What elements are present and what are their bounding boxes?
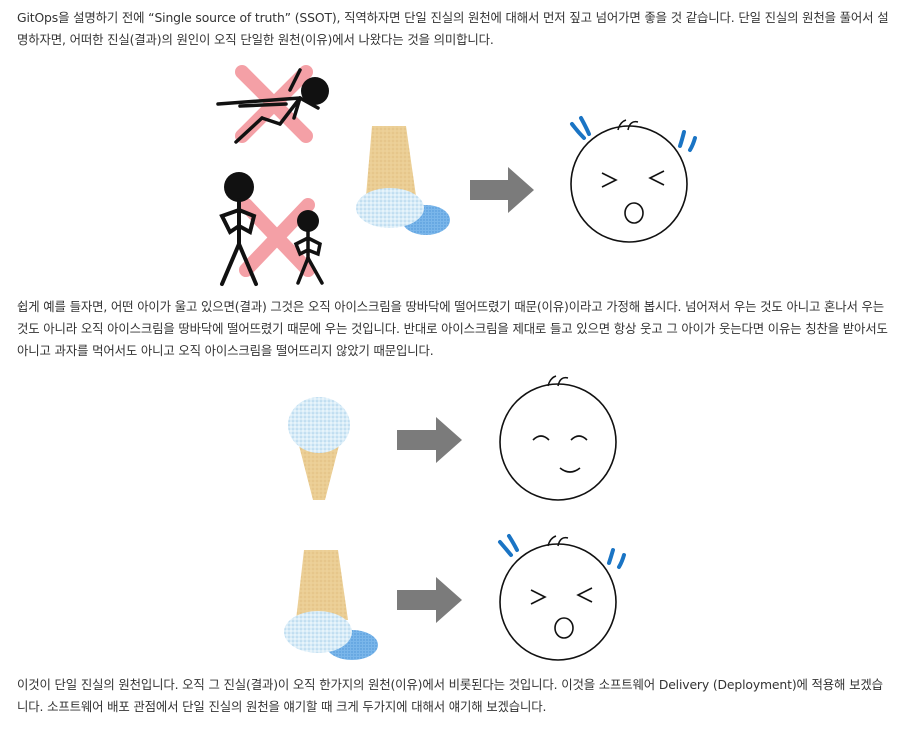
dropped-ice-cream-2 xyxy=(284,550,378,660)
scolding-figures-crossed xyxy=(219,172,324,286)
arrow-2 xyxy=(397,417,462,463)
happy-face xyxy=(499,375,617,501)
arrow-1 xyxy=(470,167,534,213)
intro-paragraph: GitOps을 설명하기 전에 “Single source of truth”… xyxy=(17,10,889,47)
example-paragraph: 쉽게 예를 들자면, 어떤 아이가 울고 있으면(결과) 그것은 오직 아이스크… xyxy=(17,299,888,358)
conclusion-paragraph: 이것이 단일 진실의 원천입니다. 오직 그 진실(결과)이 오직 한가지의 원… xyxy=(17,677,883,714)
crying-face-2 xyxy=(498,534,626,661)
dropped-ice-cream-1 xyxy=(356,126,450,235)
fallen-figure-crossed xyxy=(216,65,329,144)
held-ice-cream xyxy=(288,397,350,500)
arrow-3 xyxy=(397,577,462,623)
crying-face-1 xyxy=(570,116,697,243)
